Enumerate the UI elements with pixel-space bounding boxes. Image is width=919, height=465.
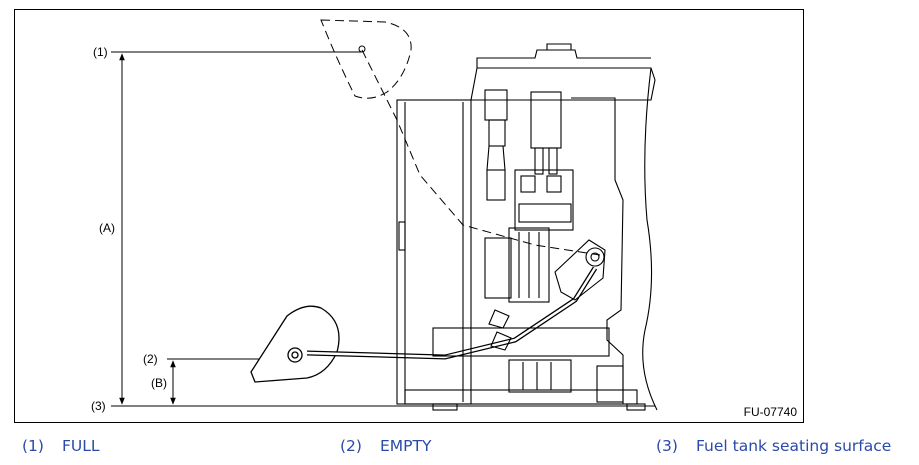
fuel-pump-assembly bbox=[396, 43, 658, 411]
legend-number: (3) bbox=[656, 437, 678, 455]
seat-marker-label: (3) bbox=[91, 399, 106, 413]
dimension-a-label: (A) bbox=[99, 221, 115, 235]
legend-text: FULL bbox=[61, 437, 100, 455]
float-empty-position bbox=[250, 266, 598, 383]
float-full-position bbox=[320, 19, 601, 256]
legend-item-empty: (2) EMPTY bbox=[340, 437, 431, 455]
legend-number: (2) bbox=[340, 437, 362, 455]
fuel-pump-float-drawing bbox=[111, 19, 658, 411]
dimension-b-label: (B) bbox=[151, 376, 167, 390]
empty-marker-label: (2) bbox=[143, 352, 158, 366]
float-pivot-full bbox=[358, 45, 366, 53]
legend-item-full: (1) FULL bbox=[22, 437, 100, 455]
legend-number: (1) bbox=[22, 437, 44, 455]
legend-item-seating-surface: (3) Fuel tank seating surface bbox=[656, 437, 891, 455]
legend-text: Fuel tank seating surface bbox=[695, 437, 892, 455]
legend-text: EMPTY bbox=[379, 437, 432, 455]
full-marker-label: (1) bbox=[93, 45, 108, 59]
reference-lines bbox=[111, 51, 655, 407]
diagram-frame: (1) (A) (2) (B) (3) FU-07740 bbox=[14, 9, 804, 423]
figure-code: FU-07740 bbox=[743, 405, 797, 419]
